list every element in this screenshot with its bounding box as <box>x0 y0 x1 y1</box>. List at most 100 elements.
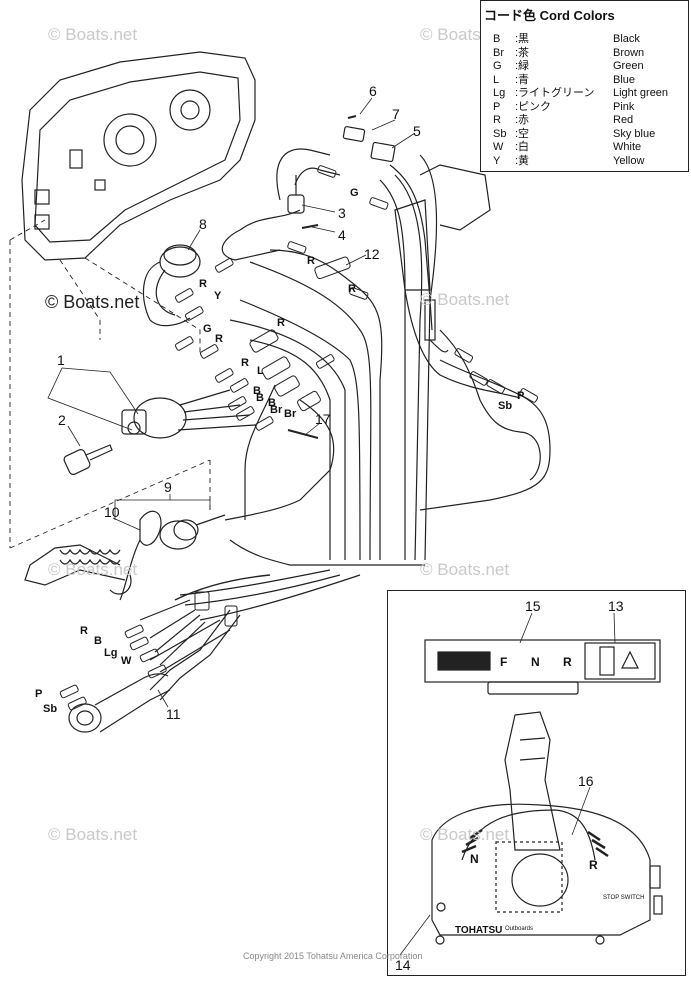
legend-row: Br :茶 Brown <box>493 47 688 60</box>
wire-label: R <box>80 625 88 637</box>
watermark: © Boats.net <box>420 560 510 579</box>
gear-label-f: F <box>500 655 508 669</box>
callout-11: 11 <box>166 706 181 722</box>
wire-label: G <box>203 323 212 335</box>
wire-label: R <box>348 283 356 295</box>
remote-control-housing <box>21 51 256 261</box>
wire-label: G <box>350 187 359 199</box>
callout-14: 14 <box>395 957 411 973</box>
wire-label: B <box>94 635 102 647</box>
brand-sub: Outboards <box>505 926 534 932</box>
legend-en: Pink <box>613 100 635 113</box>
legend-row: B :黒 Black <box>493 33 688 46</box>
legend-jp: :緑 <box>515 60 530 72</box>
wire-label: W <box>121 655 132 667</box>
wire-label: Sb <box>43 703 58 715</box>
callout-3: 3 <box>338 205 346 221</box>
inset-frame <box>387 590 686 976</box>
legend-jp: :赤 <box>515 114 530 126</box>
legend-en: Light green <box>613 87 669 99</box>
trim-lever <box>394 164 491 291</box>
legend-jp: :青 <box>515 73 530 86</box>
legend-en: Sky blue <box>613 127 656 140</box>
ignition-key <box>63 444 113 475</box>
wire-label: Y <box>214 290 222 302</box>
callout-1: 1 <box>57 352 65 368</box>
copyright: Copyright 2015 Tohatsu America Corporati… <box>243 951 423 961</box>
wire-label: Lg <box>104 647 118 659</box>
legend-en: Black <box>613 33 640 45</box>
legend-row: Sb :空 Sky blue <box>493 128 688 141</box>
legend-code: R <box>493 114 501 126</box>
callout-9: 9 <box>164 479 172 495</box>
callout-7: 7 <box>392 106 400 122</box>
control-box-inset <box>424 639 663 945</box>
gear-label-r: R <box>563 655 572 669</box>
legend-title: コード色 Cord Colors <box>484 8 615 23</box>
wire-label: L <box>257 365 264 377</box>
legend-jp: :空 <box>515 127 530 140</box>
lever-label-r: R <box>589 858 598 872</box>
stop-switch <box>159 514 226 550</box>
legend-code: Br <box>493 46 504 59</box>
legend-en: Yellow <box>613 154 645 167</box>
legend-jp: :黄 <box>515 154 530 167</box>
trim-switch-parts <box>287 115 449 353</box>
callout-10: 10 <box>104 504 120 520</box>
callout-4: 4 <box>338 227 346 243</box>
watermark: © Boats.net <box>48 25 138 44</box>
legend-code: B <box>493 33 501 45</box>
wire-label: B <box>253 385 261 397</box>
callout-15: 15 <box>525 598 541 614</box>
callout-12: 12 <box>364 246 380 262</box>
watermark: © Boats.net <box>420 290 510 309</box>
callout-2: 2 <box>58 412 66 428</box>
legend-jp: :白 <box>515 141 530 153</box>
lever-label-n: N <box>470 852 479 866</box>
wire-label: R <box>307 255 315 267</box>
legend-jp: :茶 <box>515 46 530 59</box>
pin <box>287 429 319 439</box>
legend-jp: :黒 <box>515 33 530 45</box>
callout-5: 5 <box>413 123 421 139</box>
legend-row: W :白 White <box>493 141 688 154</box>
legend-jp: :ピンク <box>515 100 552 113</box>
legend-jp: :ライトグリーン <box>515 87 595 99</box>
watermark-main: © Boats.net <box>45 292 140 312</box>
watermark: © Boats.net <box>420 825 510 844</box>
connectors <box>59 165 539 711</box>
legend-code: L <box>493 73 500 86</box>
watermark: © Boats.net <box>48 825 138 844</box>
callout-13: 13 <box>608 598 624 614</box>
watermark: © Boats.net <box>48 560 138 579</box>
legend-code: Lg <box>493 87 506 99</box>
wire-label: R <box>241 357 249 369</box>
wire-harness <box>139 148 551 701</box>
wire-label: B <box>256 392 264 404</box>
lanyard <box>24 510 162 601</box>
callout-8: 8 <box>199 216 207 232</box>
legend-en: White <box>613 141 642 153</box>
stop-switch-label: STOP SWITCH <box>603 895 645 901</box>
wire-label: P <box>517 390 525 402</box>
wire-label: B <box>268 397 276 409</box>
legend-code: G <box>493 60 502 72</box>
legend-en: Red <box>613 114 634 126</box>
legend-en: Brown <box>613 46 645 59</box>
brand-logo: TOHATSU <box>455 925 503 936</box>
buzzer <box>142 244 201 327</box>
wire-label: R <box>199 278 207 290</box>
wire-label: P <box>35 688 43 700</box>
legend-row: R :赤 Red <box>493 114 688 127</box>
legend-code: Sb <box>493 127 507 140</box>
wire-label: R <box>277 317 285 329</box>
legend-code: W <box>493 141 504 153</box>
wire-label: Br <box>270 404 283 416</box>
callout-17: 17 <box>315 411 331 427</box>
